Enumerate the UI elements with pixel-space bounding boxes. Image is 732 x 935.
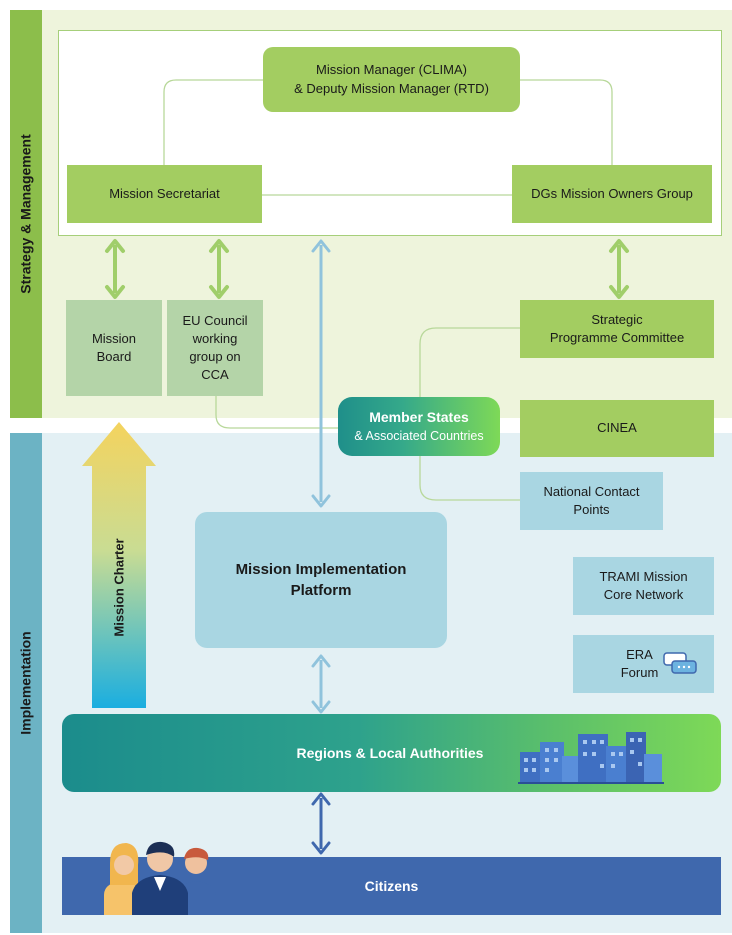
mission-secretariat-label: Mission Secretariat	[109, 185, 220, 201]
strategic-committee-box: Strategic Programme Committee	[520, 300, 714, 358]
member-states-line2: & Associated Countries	[354, 428, 484, 443]
trami-line2: Core Network	[603, 587, 684, 602]
eu-council-line3: group on	[189, 349, 241, 364]
city-buildings-icon	[518, 732, 664, 784]
national-contact-line2: Points	[573, 502, 610, 517]
eu-council-box: EU Council working group on CCA	[167, 300, 263, 396]
implementation-label: Implementation	[18, 631, 34, 735]
mission-manager-line2: & Deputy Mission Manager (RTD)	[294, 80, 489, 96]
strategic-committee-line1: Strategic	[591, 311, 643, 327]
mission-board-line1: Mission	[91, 330, 137, 346]
mission-manager-line1: Mission Manager (CLIMA)	[315, 62, 467, 78]
eu-council-line1: EU Council	[182, 312, 248, 328]
national-contact-box: National Contact Points	[520, 472, 663, 530]
mission-secretariat-box: Mission Secretariat	[67, 165, 262, 223]
people-group-icon	[104, 841, 216, 915]
national-contact-line1: National Contact	[543, 483, 640, 499]
mission-charter-label-wrap: Mission Charter	[82, 466, 156, 708]
eu-council-line2: working	[192, 330, 238, 346]
mission-charter-label: Mission Charter	[111, 537, 127, 637]
strategy-management-label: Strategy & Management	[18, 134, 35, 294]
mip-line1: Mission Implementation	[235, 561, 407, 578]
strategic-committee-line2: Programme Committee	[549, 330, 685, 345]
mission-manager-box: Mission Manager (CLIMA) & Deputy Mission…	[263, 47, 520, 112]
implementation-label-bar: Implementation	[10, 433, 42, 933]
mission-board-line2: Board	[96, 349, 132, 364]
trami-line1: TRAMI Mission	[599, 568, 688, 584]
dgs-mission-owners-label: DGs Mission Owners Group	[531, 185, 693, 201]
era-forum-box: ERA Forum	[573, 635, 714, 693]
cinea-label: CINEA	[597, 420, 637, 436]
cinea-box: CINEA	[520, 400, 714, 457]
era-forum-line2: Forum	[620, 665, 659, 680]
chat-bubbles-icon	[663, 652, 698, 674]
regions-label: Regions & Local Authorities	[296, 745, 484, 761]
citizens-label: Citizens	[364, 878, 419, 894]
trami-box: TRAMI Mission Core Network	[573, 557, 714, 615]
era-forum-line1: ERA	[626, 646, 653, 662]
mission-implementation-platform-box: Mission Implementation Platform	[195, 512, 447, 648]
mission-board-box: Mission Board	[66, 300, 162, 396]
member-states-line1: Member States	[369, 408, 469, 425]
mip-line2: Platform	[290, 582, 352, 599]
member-states-box: Member States & Associated Countries	[338, 397, 500, 456]
regions-label-wrap: Regions & Local Authorities	[230, 714, 550, 792]
eu-council-line4: CCA	[201, 367, 229, 383]
strategy-management-label-bar: Strategy & Management	[10, 10, 42, 418]
dgs-mission-owners-box: DGs Mission Owners Group	[512, 165, 712, 223]
mission-charter-arrow	[82, 422, 156, 708]
